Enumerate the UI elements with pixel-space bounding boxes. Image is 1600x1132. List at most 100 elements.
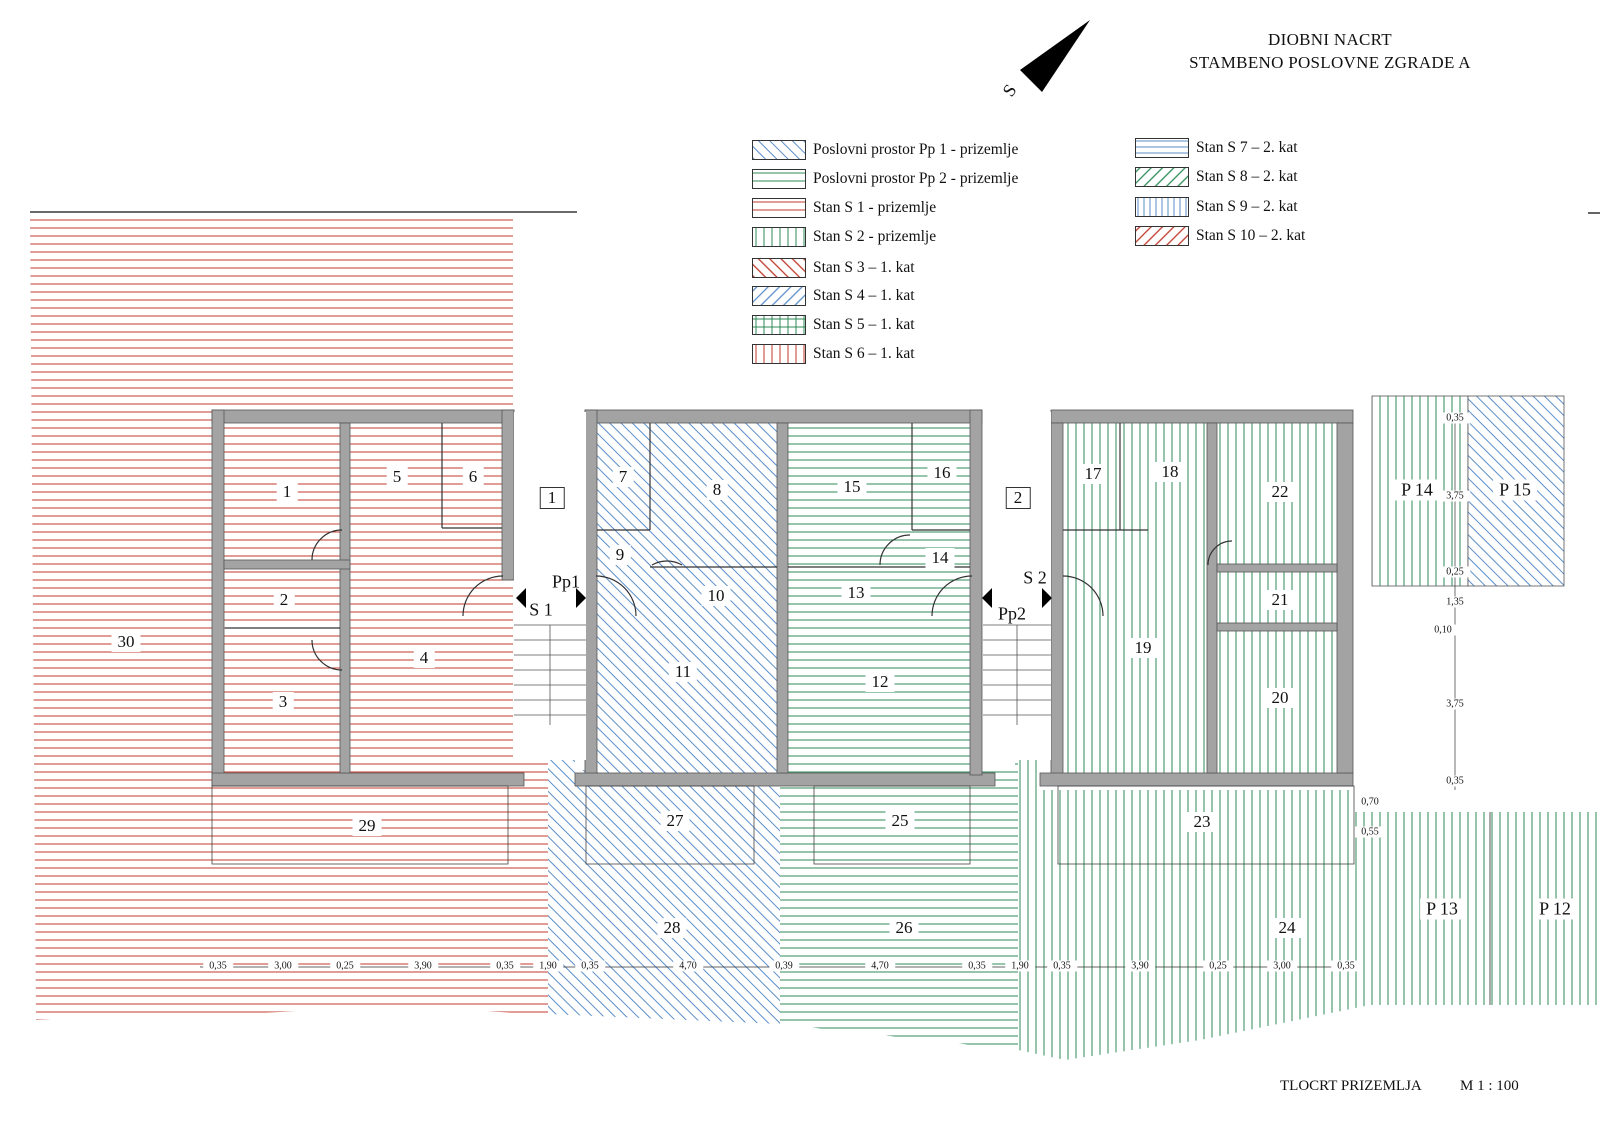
legend-label: Stan S 3 – 1. kat: [813, 259, 915, 276]
legend-item: Stan S 10 – 2. kat: [1135, 224, 1305, 248]
dimension-label: 4,70: [865, 960, 895, 972]
legend-item: Stan S 8 – 2. kat: [1135, 165, 1298, 189]
legend-swatch: [1135, 138, 1189, 158]
legend-swatch: [752, 140, 806, 160]
dimension-label: 0,35: [1440, 412, 1470, 424]
room-label-7: 7: [612, 467, 634, 487]
title-line-1: DIOBNI NACRT: [1268, 30, 1392, 49]
stair-label-2: 2: [1005, 487, 1031, 509]
room-label-13: 13: [841, 583, 871, 603]
dimension-label: 0,35: [1047, 960, 1077, 972]
room-label-5: 5: [386, 467, 408, 487]
dimension-label: 1,90: [1005, 960, 1035, 972]
dimension-label: 0,35: [575, 960, 605, 972]
legend-label: Stan S 6 – 1. kat: [813, 345, 915, 362]
legend-label: Stan S 9 – 2. kat: [1196, 198, 1298, 215]
room-label-15: 15: [837, 477, 867, 497]
room-label-16: 16: [927, 463, 957, 483]
parking-p13-p12: [1370, 812, 1600, 1005]
legend-swatch: [1135, 226, 1189, 246]
room-label-19: 19: [1128, 638, 1158, 658]
legend-swatch: [752, 286, 806, 306]
room-label-9: 9: [609, 545, 631, 565]
legend-item: Poslovni prostor Pp 1 - prizemlje: [752, 138, 1018, 162]
entrance-label: S 1: [529, 599, 553, 620]
room-label-6: 6: [462, 467, 484, 487]
arrow-pp2: [982, 588, 992, 608]
dimension-label: 0,70: [1355, 796, 1385, 808]
room-label-20: 20: [1265, 688, 1295, 708]
arrow-s1: [516, 588, 526, 608]
legend-item: Stan S 3 – 1. kat: [752, 256, 915, 280]
entrance-label: Pp2: [997, 603, 1027, 624]
dimension-label: 0,35: [962, 960, 992, 972]
legend-swatch: [752, 227, 806, 247]
zone-26: [780, 760, 1018, 1050]
legend-label: Stan S 7 – 2. kat: [1196, 139, 1298, 156]
parking-label: P 12: [1533, 898, 1577, 920]
room-label-30: 30: [111, 632, 141, 652]
room-label-22: 22: [1265, 482, 1295, 502]
zone-28: [548, 760, 780, 1024]
title-line-2: STAMBENO POSLOVNE ZGRADE A: [1189, 53, 1471, 72]
stairwells: [514, 412, 1051, 760]
dimension-label: 3,90: [1125, 960, 1155, 972]
dimension-label: 0,35: [1440, 775, 1470, 787]
legend-swatch: [1135, 167, 1189, 187]
room-label-10: 10: [701, 586, 731, 606]
legend-label: Stan S 5 – 1. kat: [813, 316, 915, 333]
room-label-8: 8: [706, 480, 728, 500]
dimension-label: 3,75: [1440, 490, 1470, 502]
dimension-label: 0,10: [1428, 624, 1458, 636]
room-label-3: 3: [272, 692, 294, 712]
legend-label: Poslovni prostor Pp 1 - prizemlje: [813, 141, 1019, 158]
entrance-label: S 2: [1023, 567, 1047, 588]
room-label-21: 21: [1265, 590, 1295, 610]
room-label-24: 24: [1272, 918, 1302, 938]
legend-label: Stan S 2 - prizemlje: [813, 228, 937, 245]
room-label-4: 4: [413, 648, 435, 668]
dimension-label: 3,00: [1267, 960, 1297, 972]
room-label-1: 1: [276, 482, 298, 502]
dimension-label: 0,25: [1203, 960, 1233, 972]
plan-scale: M 1 : 100: [1460, 1078, 1519, 1094]
dimension-label: 0,35: [490, 960, 520, 972]
room-label-23: 23: [1187, 812, 1217, 832]
legend-swatch: [752, 198, 806, 218]
legend-item: Stan S 7 – 2. kat: [1135, 136, 1298, 160]
entrance-arrows: [516, 588, 1052, 608]
parking-label: P 13: [1420, 898, 1464, 920]
legend-item: Stan S 9 – 2. kat: [1135, 195, 1298, 219]
legend-swatch: [1135, 197, 1189, 217]
room-label-17: 17: [1078, 464, 1108, 484]
room-label-27: 27: [660, 811, 690, 831]
legend-item: Poslovni prostor Pp 2 - prizemlje: [752, 167, 1018, 191]
plan-name: TLOCRT PRIZEMLJA: [1280, 1078, 1422, 1094]
dimension-label: 0,25: [1440, 566, 1470, 578]
room-label-11: 11: [668, 662, 698, 682]
dimension-label: 0,35: [203, 960, 233, 972]
arrow-pp1: [576, 588, 586, 608]
dimension-label: 4,70: [673, 960, 703, 972]
legend-item: Stan S 6 – 1. kat: [752, 342, 915, 366]
legend-label: Stan S 10 – 2. kat: [1196, 227, 1306, 244]
legend-label: Stan S 4 – 1. kat: [813, 287, 915, 304]
legend-item: Stan S 5 – 1. kat: [752, 313, 915, 337]
room-label-26: 26: [889, 918, 919, 938]
legend-item: Stan S 4 – 1. kat: [752, 284, 915, 308]
room-label-28: 28: [657, 918, 687, 938]
dimension-label: 0,55: [1355, 826, 1385, 838]
parking-label: P 15: [1493, 479, 1537, 501]
north-arrow-icon: [1020, 20, 1090, 92]
legend-item: Stan S 2 - prizemlje: [752, 225, 936, 249]
terraces: [211, 785, 1355, 865]
room-label-25: 25: [885, 811, 915, 831]
dimension-label: 3,90: [408, 960, 438, 972]
room-label-29: 29: [352, 816, 382, 836]
legend-item: Stan S 1 - prizemlje: [752, 196, 936, 220]
room-label-18: 18: [1155, 462, 1185, 482]
stair-label-1: 1: [539, 487, 565, 509]
zone-24: [1018, 760, 1370, 1060]
room-label-14: 14: [925, 548, 955, 568]
